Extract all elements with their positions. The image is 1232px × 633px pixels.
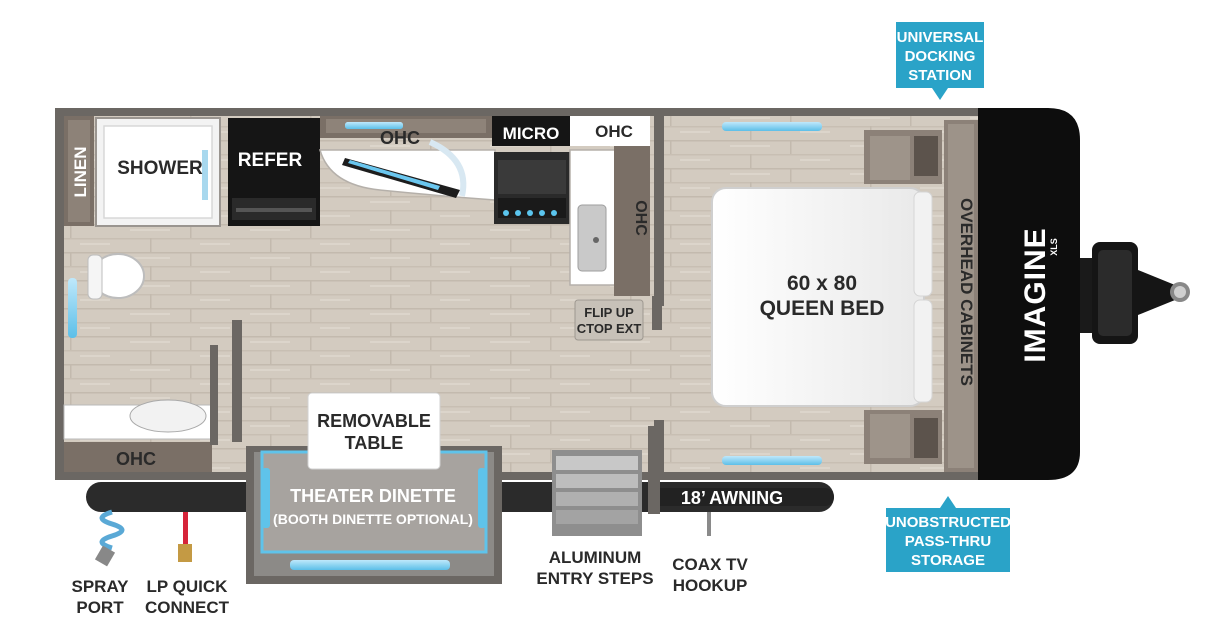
lp-line2: CONNECT [145, 598, 230, 617]
shower [95, 117, 221, 227]
micro-ohc [570, 116, 650, 146]
bedroom-windows [68, 122, 822, 465]
theater-dinette [246, 446, 502, 584]
bath-vanity [63, 320, 242, 472]
toilet [87, 253, 145, 300]
pass-thru-storage-callout: UNOBSTRUCTED PASS-THRU STORAGE [885, 496, 1011, 572]
micro-label: MICRO [503, 124, 560, 143]
docking-station-callout: UNIVERSAL DOCKING STATION [896, 22, 984, 100]
lp-quick-connect [178, 512, 192, 562]
removable-table [307, 392, 441, 470]
theater-dinette-label: THEATER DINETTE [290, 486, 456, 506]
linen-cabinet [64, 116, 94, 226]
ohc-kitchen-label: OHC [380, 128, 420, 148]
docking-line1: UNIVERSAL [897, 29, 984, 46]
bed-size-label: 60 x 80 [787, 272, 857, 295]
linen-label: LINEN [71, 147, 90, 198]
flip-up-line1: FLIP UP [584, 305, 634, 320]
docking-line3: STATION [908, 67, 972, 84]
entry-steps [552, 426, 660, 536]
storage-line3: STORAGE [911, 552, 985, 569]
steps-line2: ENTRY STEPS [536, 569, 653, 588]
ohc-bath-label: OHC [116, 449, 156, 469]
booth-dinette-label: (BOOTH DINETTE OPTIONAL) [273, 511, 473, 527]
coax-line1: COAX TV [672, 555, 748, 574]
refrigerator [228, 118, 320, 226]
ohc-micro-label: OHC [595, 122, 633, 141]
coax-hookup [707, 512, 711, 536]
flip-up-countertop [574, 296, 662, 341]
storage-line1: UNOBSTRUCTED [885, 514, 1011, 531]
spray-port-line1: SPRAY [71, 577, 129, 596]
nightstands [864, 130, 942, 464]
removable-table-line2: TABLE [345, 433, 404, 453]
ohc-side-label: OHC [632, 200, 649, 236]
refer-label: REFER [238, 150, 303, 171]
docking-line2: DOCKING [905, 48, 976, 65]
removable-table-line1: REMOVABLE [317, 411, 431, 431]
coax-line2: HOOKUP [673, 576, 748, 595]
bed-type-label: QUEEN BED [760, 297, 885, 320]
lp-line1: LP QUICK [147, 577, 229, 596]
awning-label: 18’ AWNING [681, 488, 783, 508]
front-overhead-cabinets [944, 120, 978, 472]
spray-port-line2: PORT [76, 598, 124, 617]
hitch [1080, 242, 1190, 344]
shower-label: SHOWER [117, 158, 203, 179]
kitchen-counter [319, 139, 496, 201]
logo-sub: XLS [1049, 238, 1059, 256]
brand-logo: IMAGINE XLS [1019, 227, 1059, 362]
front-cap [978, 108, 1080, 480]
logo-text: IMAGINE [1019, 227, 1052, 362]
queen-bed [711, 187, 933, 407]
storage-line2: PASS-THRU [905, 533, 991, 550]
range-microwave [492, 116, 570, 224]
flip-up-line2: CTOP EXT [577, 321, 642, 336]
spray-port-hose [94, 509, 125, 567]
steps-line1: ALUMINUM [549, 548, 642, 567]
side-counter [569, 146, 650, 296]
overhead-cabinets-label: OVERHEAD CABINETS [957, 198, 976, 386]
